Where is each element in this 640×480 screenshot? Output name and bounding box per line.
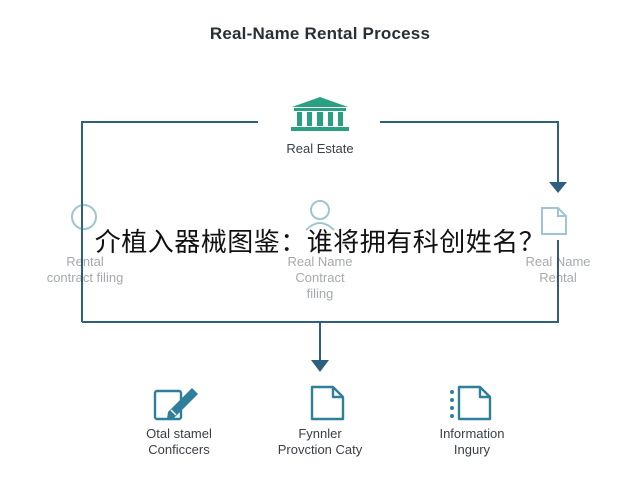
bottom-node-3: Information Ingury bbox=[397, 426, 547, 458]
top-right-connector bbox=[380, 121, 559, 184]
middle-node-2-line3: filing bbox=[306, 286, 334, 301]
bottom-node-1-line2: Conficcers bbox=[148, 442, 210, 457]
bottom-node-1: Otal stamel Conficcers bbox=[104, 426, 254, 458]
bottom-node-2: Fynnler Provction Caty bbox=[245, 426, 395, 458]
info-document-icon bbox=[448, 384, 496, 422]
building-icon bbox=[288, 95, 352, 133]
diagram-title: Real-Name Rental Process bbox=[209, 24, 431, 43]
middle-node-3-line1: Real Name bbox=[525, 254, 591, 269]
middle-node-1-line1: Rental bbox=[66, 254, 104, 269]
down-arrowhead bbox=[311, 360, 329, 372]
bottom-node-3-line1: Information bbox=[439, 426, 505, 441]
person-icon bbox=[66, 203, 102, 233]
real-estate-label: Real Estate bbox=[286, 141, 354, 156]
middle-node-1: Rental contract filing bbox=[10, 254, 160, 286]
middle-node-3: Real Name Rental bbox=[490, 254, 626, 286]
middle-node-3-line2: Rental bbox=[539, 270, 577, 285]
middle-node-2-line2: Contract bbox=[295, 270, 345, 285]
middle-node-1-line2: contract filing bbox=[46, 270, 124, 285]
middle-node-2-line1: Real Name bbox=[287, 254, 353, 269]
file-icon bbox=[307, 384, 349, 422]
user-icon bbox=[302, 198, 338, 232]
bottom-node-2-line2: Provction Caty bbox=[277, 442, 363, 457]
document-stack-icon bbox=[538, 206, 570, 236]
overlay-caption: 介植入器械图鉴：谁将拥有科创姓名？ bbox=[94, 228, 546, 258]
right-arrowhead bbox=[549, 182, 567, 193]
bottom-node-3-line2: Ingury bbox=[453, 442, 491, 457]
bottom-node-1-line1: Otal stamel bbox=[146, 426, 212, 441]
edit-document-icon bbox=[152, 386, 206, 422]
middle-node-2: Real Name Contract filing bbox=[250, 254, 390, 302]
bottom-node-2-line1: Fynnler bbox=[298, 426, 342, 441]
